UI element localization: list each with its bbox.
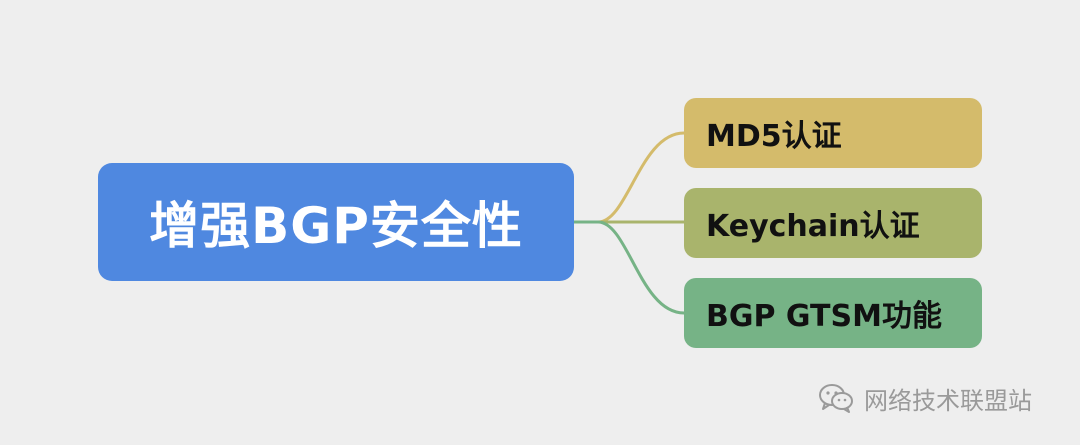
watermark: 网络技术联盟站 bbox=[818, 378, 1032, 418]
child-node-label: MD5认证 bbox=[706, 119, 842, 154]
child-node-label: Keychain认证 bbox=[706, 209, 920, 244]
child-node-label: BGP GTSM功能 bbox=[706, 299, 942, 334]
child-node-keychain-auth[interactable]: Keychain认证 bbox=[684, 188, 982, 258]
root-node-label: 增强BGP安全性 bbox=[149, 197, 523, 255]
wechat-icon bbox=[819, 384, 853, 413]
connector-line-md5 bbox=[572, 131, 686, 224]
child-node-bgp-gtsm[interactable]: BGP GTSM功能 bbox=[684, 278, 982, 348]
root-node[interactable]: 增强BGP安全性 bbox=[98, 163, 574, 281]
connector-line-gtsm bbox=[572, 220, 686, 315]
watermark-text: 网络技术联盟站 bbox=[864, 386, 1032, 415]
child-node-md5-auth[interactable]: MD5认证 bbox=[684, 98, 982, 168]
